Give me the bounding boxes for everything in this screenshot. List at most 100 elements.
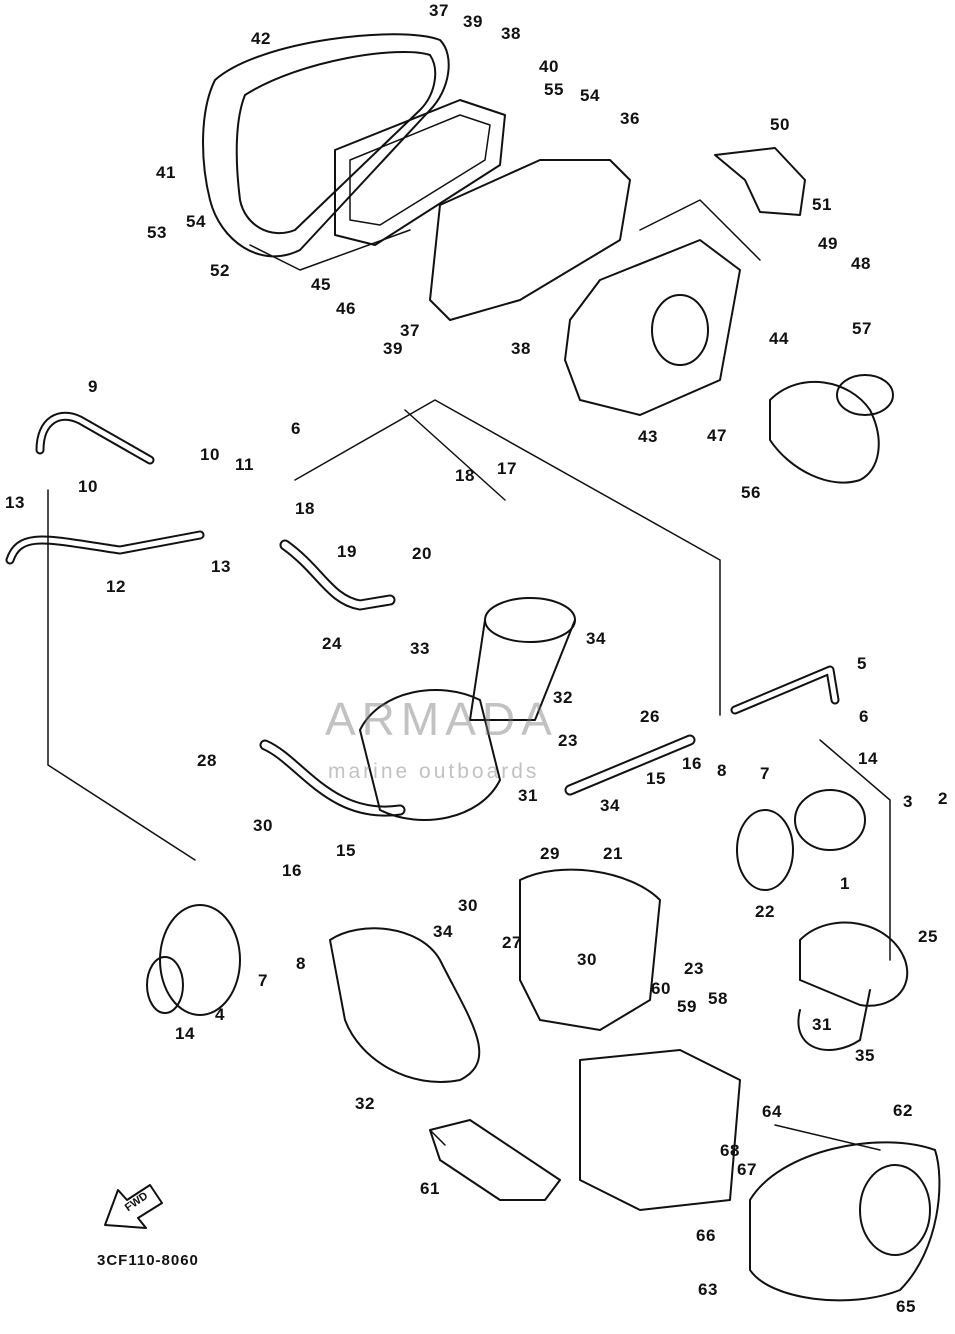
- manifold-joint-4: [159, 904, 241, 1016]
- callout-54: 54: [580, 86, 600, 105]
- reference-lines: [47, 199, 891, 1151]
- callout-34: 34: [586, 629, 606, 648]
- callout-23: 23: [558, 731, 578, 750]
- callout-59: 59: [677, 997, 697, 1016]
- manifold-1: [794, 789, 866, 851]
- callout-6: 6: [291, 419, 301, 438]
- callout-55: 55: [544, 80, 564, 99]
- callout-62: 62: [893, 1101, 913, 1120]
- callout-54: 54: [186, 212, 206, 231]
- carburetor-33: [359, 689, 501, 821]
- callout-14: 14: [175, 1024, 195, 1043]
- callout-1: 1: [840, 874, 850, 893]
- callout-34: 34: [600, 796, 620, 815]
- callout-31: 31: [812, 1015, 832, 1034]
- callout-33: 33: [410, 639, 430, 658]
- side-cover-43: [564, 239, 741, 416]
- callout-17: 17: [497, 459, 517, 478]
- callout-45: 45: [311, 275, 331, 294]
- callout-8: 8: [296, 954, 306, 973]
- callout-39: 39: [383, 339, 403, 358]
- frame-bracket-61: [429, 1119, 561, 1201]
- callout-18: 18: [455, 466, 475, 485]
- callout-22: 22: [755, 902, 775, 921]
- callout-21: 21: [603, 844, 623, 863]
- callout-30: 30: [253, 816, 273, 835]
- callout-42: 42: [251, 29, 271, 48]
- callout-32: 32: [553, 688, 573, 707]
- callout-60: 60: [651, 979, 671, 998]
- callout-4: 4: [215, 1005, 225, 1024]
- callout-8: 8: [717, 761, 727, 780]
- callout-40: 40: [539, 57, 559, 76]
- callout-14: 14: [858, 749, 878, 768]
- callout-56: 56: [741, 483, 761, 502]
- callout-52: 52: [210, 261, 230, 280]
- callout-7: 7: [760, 764, 770, 783]
- callout-25: 25: [918, 927, 938, 946]
- callout-30: 30: [458, 896, 478, 915]
- wire-35: [797, 989, 871, 1051]
- callout-16: 16: [682, 754, 702, 773]
- callout-15: 15: [646, 769, 666, 788]
- callout-46: 46: [336, 299, 356, 318]
- callout-10: 10: [200, 445, 220, 464]
- callout-53: 53: [147, 223, 167, 242]
- callout-38: 38: [511, 339, 531, 358]
- callout-48: 48: [851, 254, 871, 273]
- callout-26: 26: [640, 707, 660, 726]
- callout-32: 32: [355, 1094, 375, 1113]
- callout-31: 31: [518, 786, 538, 805]
- callout-58: 58: [708, 989, 728, 1008]
- engine-bracket-58: [519, 868, 661, 1031]
- air-cleaner-cover-41: [202, 33, 450, 258]
- callout-27: 27: [502, 933, 522, 952]
- air-filter-element-40: [334, 99, 506, 246]
- callout-16: 16: [282, 861, 302, 880]
- callout-38: 38: [501, 24, 521, 43]
- fwd-arrow: [104, 1184, 163, 1229]
- manifold-joint-7: [736, 809, 794, 891]
- callout-18: 18: [295, 499, 315, 518]
- carburetor-25: [799, 921, 909, 1007]
- callout-49: 49: [818, 234, 838, 253]
- watermark-word: ARMADA: [325, 693, 558, 745]
- housing-58: [579, 1049, 741, 1211]
- callout-37: 37: [429, 1, 449, 20]
- callout-44: 44: [769, 329, 789, 348]
- callout-61: 61: [420, 1179, 440, 1198]
- callout-30: 30: [577, 950, 597, 969]
- callout-36: 36: [620, 109, 640, 128]
- callout-28: 28: [197, 751, 217, 770]
- callout-50: 50: [770, 115, 790, 134]
- callout-39: 39: [463, 12, 483, 31]
- callout-67: 67: [737, 1160, 757, 1179]
- callout-47: 47: [707, 426, 727, 445]
- intake-joint-56: [769, 380, 880, 484]
- callout-5: 5: [857, 654, 867, 673]
- callout-64: 64: [762, 1102, 782, 1121]
- side-cover-63: [749, 1141, 941, 1302]
- callout-65: 65: [896, 1297, 916, 1316]
- callout-66: 66: [696, 1226, 716, 1245]
- callout-29: 29: [540, 844, 560, 863]
- drawing-code: 3CF110-8060: [97, 1252, 199, 1269]
- callout-35: 35: [855, 1046, 875, 1065]
- callout-13: 13: [5, 493, 25, 512]
- callout-23: 23: [684, 959, 704, 978]
- cover-gasket-42: [235, 50, 437, 235]
- callout-43: 43: [638, 427, 658, 446]
- callout-11: 11: [235, 455, 254, 474]
- intake-joint-34-upper: [484, 597, 576, 643]
- callout-2: 2: [938, 789, 948, 808]
- callout-20: 20: [412, 544, 432, 563]
- callout-12: 12: [106, 577, 126, 596]
- callout-68: 68: [720, 1141, 740, 1160]
- callout-19: 19: [337, 542, 357, 561]
- watermark-subtitle: marine outboards: [328, 760, 540, 783]
- callout-7: 7: [258, 971, 268, 990]
- callout-51: 51: [812, 195, 832, 214]
- callout-63: 63: [698, 1280, 718, 1299]
- callout-15: 15: [336, 841, 356, 860]
